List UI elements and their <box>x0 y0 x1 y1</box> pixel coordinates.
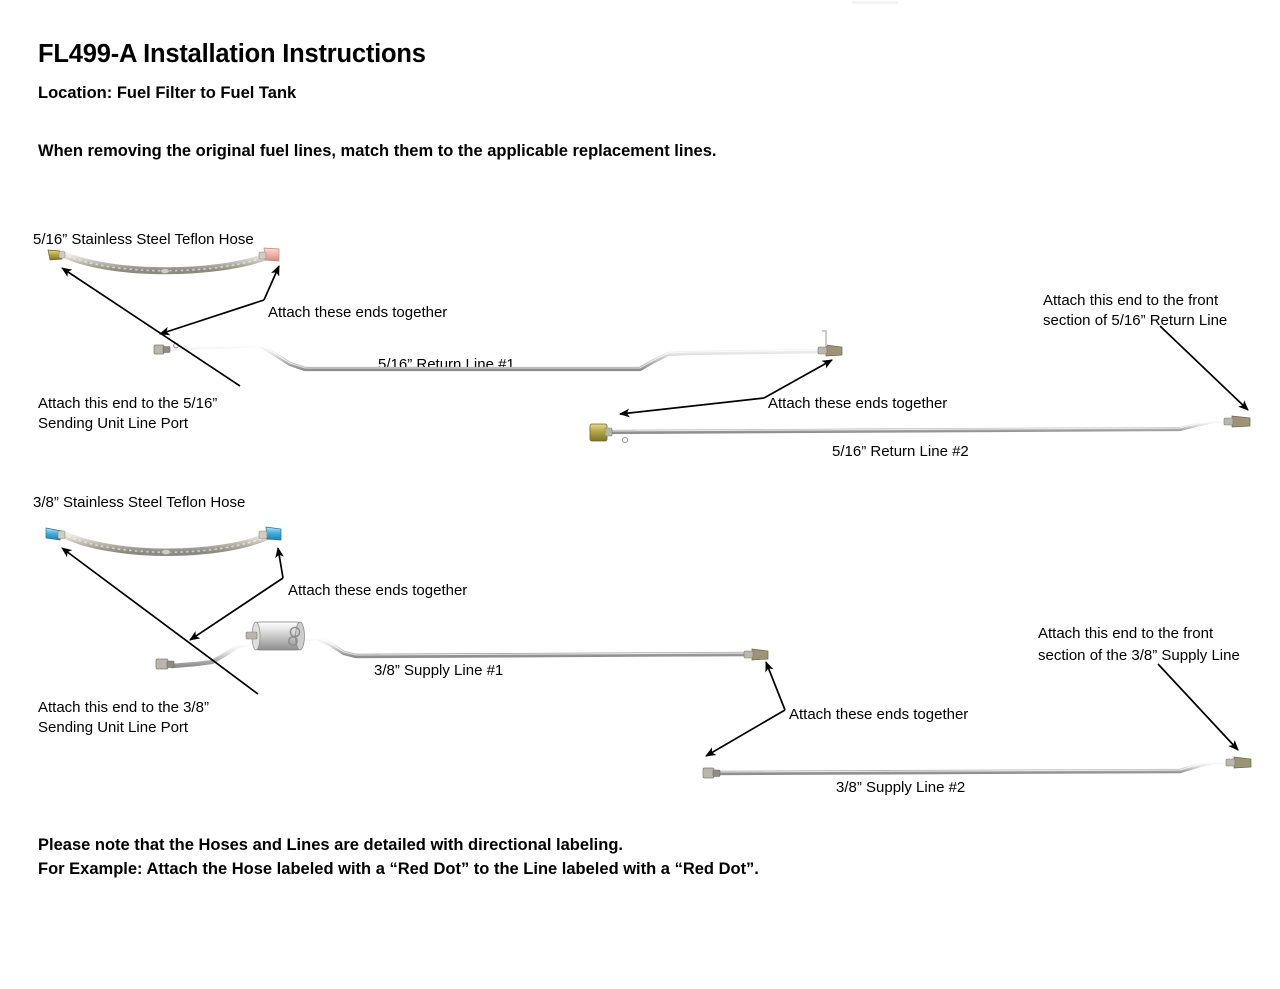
arrow-516-hose-to-sending-unit <box>61 267 241 387</box>
hose-516-braid-weave <box>62 253 269 272</box>
fuel-filter-canister <box>245 621 305 651</box>
caption-38-sending-unit-line2: Sending Unit Line Port <box>38 719 189 736</box>
supply-line-38-2-right-fitting <box>1225 756 1252 769</box>
supply-line-38-1-highlight <box>299 636 759 656</box>
hose-516-crimp-band <box>160 268 170 274</box>
arrow-516-return-line-1-left-end <box>159 299 265 336</box>
return-line-516-2-tube <box>605 418 1241 435</box>
supply-line-38-2-highlight <box>711 760 1240 773</box>
hose-516-assembly <box>47 247 280 275</box>
label-38-supply-line-2: 3/8” Supply Line #2 <box>836 779 966 796</box>
hose-38-assembly <box>45 526 282 556</box>
label-38-teflon-hose: 3/8” Stainless Steel Teflon Hose <box>33 494 246 511</box>
caption-516-front-section-line1: Attach this end to the front <box>1043 292 1219 309</box>
arrow-38-supply-line-1-right-end <box>765 661 786 711</box>
caption-38-attach-ends-together-hose: Attach these ends together <box>288 582 468 599</box>
note-red-dot-example: For Example: Attach the Hose labeled wit… <box>38 860 759 878</box>
caption-516-attach-ends-together-lines: Attach these ends together <box>768 395 948 412</box>
arrow-516-return-line-1-right-end <box>763 359 833 399</box>
location-subtitle: Location: Fuel Filter to Fuel Tank <box>38 84 297 102</box>
hose-38-braid-weave <box>62 533 269 554</box>
return-line-516-2-highlight <box>607 419 1238 432</box>
hose-516-left-fitting-brass <box>47 249 66 261</box>
return-line-516-1-right-fitting <box>817 330 843 357</box>
caption-516-sending-unit-line1: Attach this end to the 5/16” <box>38 395 218 412</box>
hose-516-right-fitting-red-dot <box>258 247 280 262</box>
caption-516-sending-unit-line2: Sending Unit Line Port <box>38 415 189 432</box>
hose-516-braid <box>59 250 272 275</box>
supply-line-38-1-right-fitting <box>743 648 769 661</box>
label-516-return-line-2: 5/16” Return Line #2 <box>832 443 969 460</box>
caption-516-attach-ends-together-hose: Attach these ends together <box>268 304 448 321</box>
hose-38-crimp-band <box>161 548 171 555</box>
page-title: FL499-A Installation Instructions <box>38 40 426 68</box>
hose-38-right-fitting-blue-dot <box>258 526 282 541</box>
hose-38-braid <box>59 530 272 556</box>
supply-line-38-1-left-fitting <box>155 658 175 670</box>
arrow-38-hose-right-end <box>275 547 284 579</box>
supply-line-38-1-right-tube <box>297 635 761 659</box>
note-directional-labeling: Please note that the Hoses and Lines are… <box>38 836 623 854</box>
label-516-return-line-1: 5/16” Return Line #1 <box>378 356 515 373</box>
arrow-38-supply-line-2-left-end <box>705 709 786 757</box>
arrow-38-supply-line-1-left-end <box>189 577 284 641</box>
supply-line-38-2 <box>702 756 1252 779</box>
supply-line-38-1-left-tube <box>169 641 253 669</box>
hose-38-left-fitting-blue-dot <box>45 527 66 541</box>
arrow-516-hose-right-end <box>263 265 280 301</box>
instruction-text: When removing the original fuel lines, m… <box>38 142 717 160</box>
arrow-38-hose-to-sending-unit <box>61 547 259 695</box>
arrow-516-return-line-2-left-end <box>619 397 765 418</box>
page-artifact-bar <box>852 1 898 4</box>
label-38-supply-line-1: 3/8” Supply Line #1 <box>374 662 504 679</box>
return-line-516-1-left-fitting <box>153 342 179 355</box>
arrow-516-front-section <box>1159 325 1249 411</box>
return-line-516-2-left-fitting-brass <box>589 423 629 444</box>
label-516-teflon-hose: 5/16” Stainless Steel Teflon Hose <box>33 231 254 248</box>
caption-38-attach-ends-together-lines: Attach these ends together <box>789 706 969 723</box>
caption-516-front-section-line2: section of 5/16” Return Line <box>1043 312 1228 329</box>
arrow-38-front-section <box>1157 663 1239 751</box>
caption-38-sending-unit-line1: Attach this end to the 3/8” <box>38 699 209 716</box>
return-line-516-2-right-fitting <box>1223 415 1251 428</box>
supply-line-38-2-left-fitting <box>702 767 721 779</box>
return-line-516-2 <box>589 415 1251 444</box>
caption-38-front-section-line2: section of the 3/8” Supply Line <box>1038 647 1240 664</box>
caption-38-front-section-line1: Attach this end to the front <box>1038 625 1214 642</box>
supply-line-38-2-tube <box>709 759 1243 776</box>
